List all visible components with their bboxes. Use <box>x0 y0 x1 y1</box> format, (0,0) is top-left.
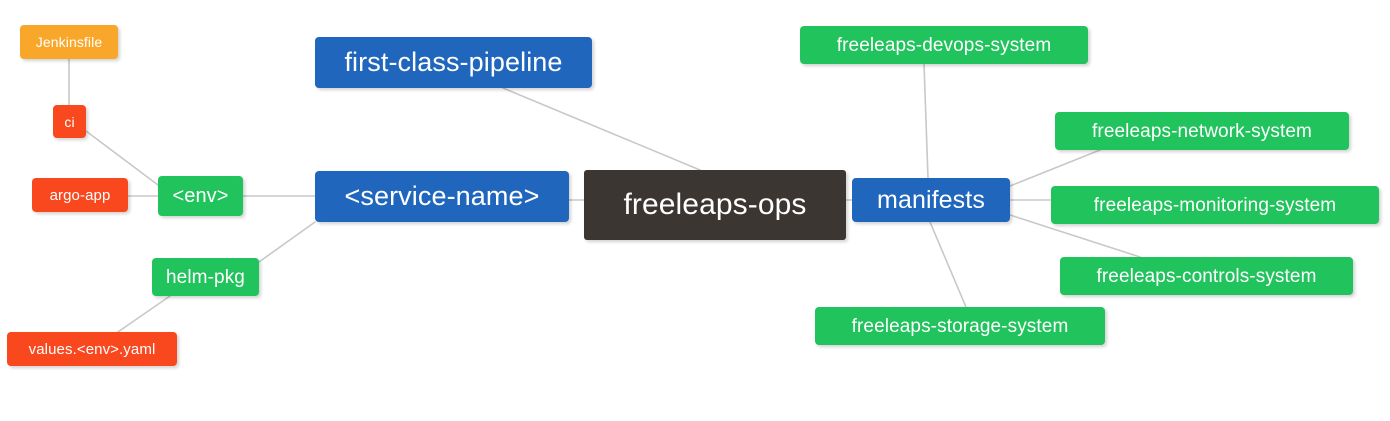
node-manifests[interactable]: manifests <box>852 178 1010 222</box>
edge-manifests-to-freeleaps-storage-system <box>929 221 967 308</box>
node-service-name[interactable]: <service-name> <box>315 171 569 222</box>
node-freeleaps-monitoring-system[interactable]: freeleaps-monitoring-system <box>1051 186 1379 224</box>
node-first-class-pipeline[interactable]: first-class-pipeline <box>315 37 592 88</box>
node-env[interactable]: <env> <box>158 176 243 216</box>
edge-first-class-pipeline-to-freeleaps-ops <box>502 87 701 171</box>
node-freeleaps-ops[interactable]: freeleaps-ops <box>584 170 846 240</box>
edge-manifests-to-freeleaps-network-system <box>1009 149 1101 187</box>
edge-manifests-to-freeleaps-devops-system <box>923 63 929 179</box>
node-freeleaps-storage-system[interactable]: freeleaps-storage-system <box>815 307 1105 345</box>
edge-helm-pkg-to-values-yaml <box>114 295 171 335</box>
edge-service-name-to-helm-pkg <box>258 221 316 263</box>
node-freeleaps-network-system[interactable]: freeleaps-network-system <box>1055 112 1349 150</box>
node-values-yaml[interactable]: values.<env>.yaml <box>7 332 177 366</box>
node-helm-pkg[interactable]: helm-pkg <box>152 258 259 296</box>
node-ci[interactable]: ci <box>53 105 86 138</box>
edge-ci-to-env <box>85 130 159 186</box>
node-argo-app[interactable]: argo-app <box>32 178 128 212</box>
node-freeleaps-devops-system[interactable]: freeleaps-devops-system <box>800 26 1088 64</box>
node-jenkinsfile[interactable]: Jenkinsfile <box>20 25 118 59</box>
node-freeleaps-controls-system[interactable]: freeleaps-controls-system <box>1060 257 1353 295</box>
